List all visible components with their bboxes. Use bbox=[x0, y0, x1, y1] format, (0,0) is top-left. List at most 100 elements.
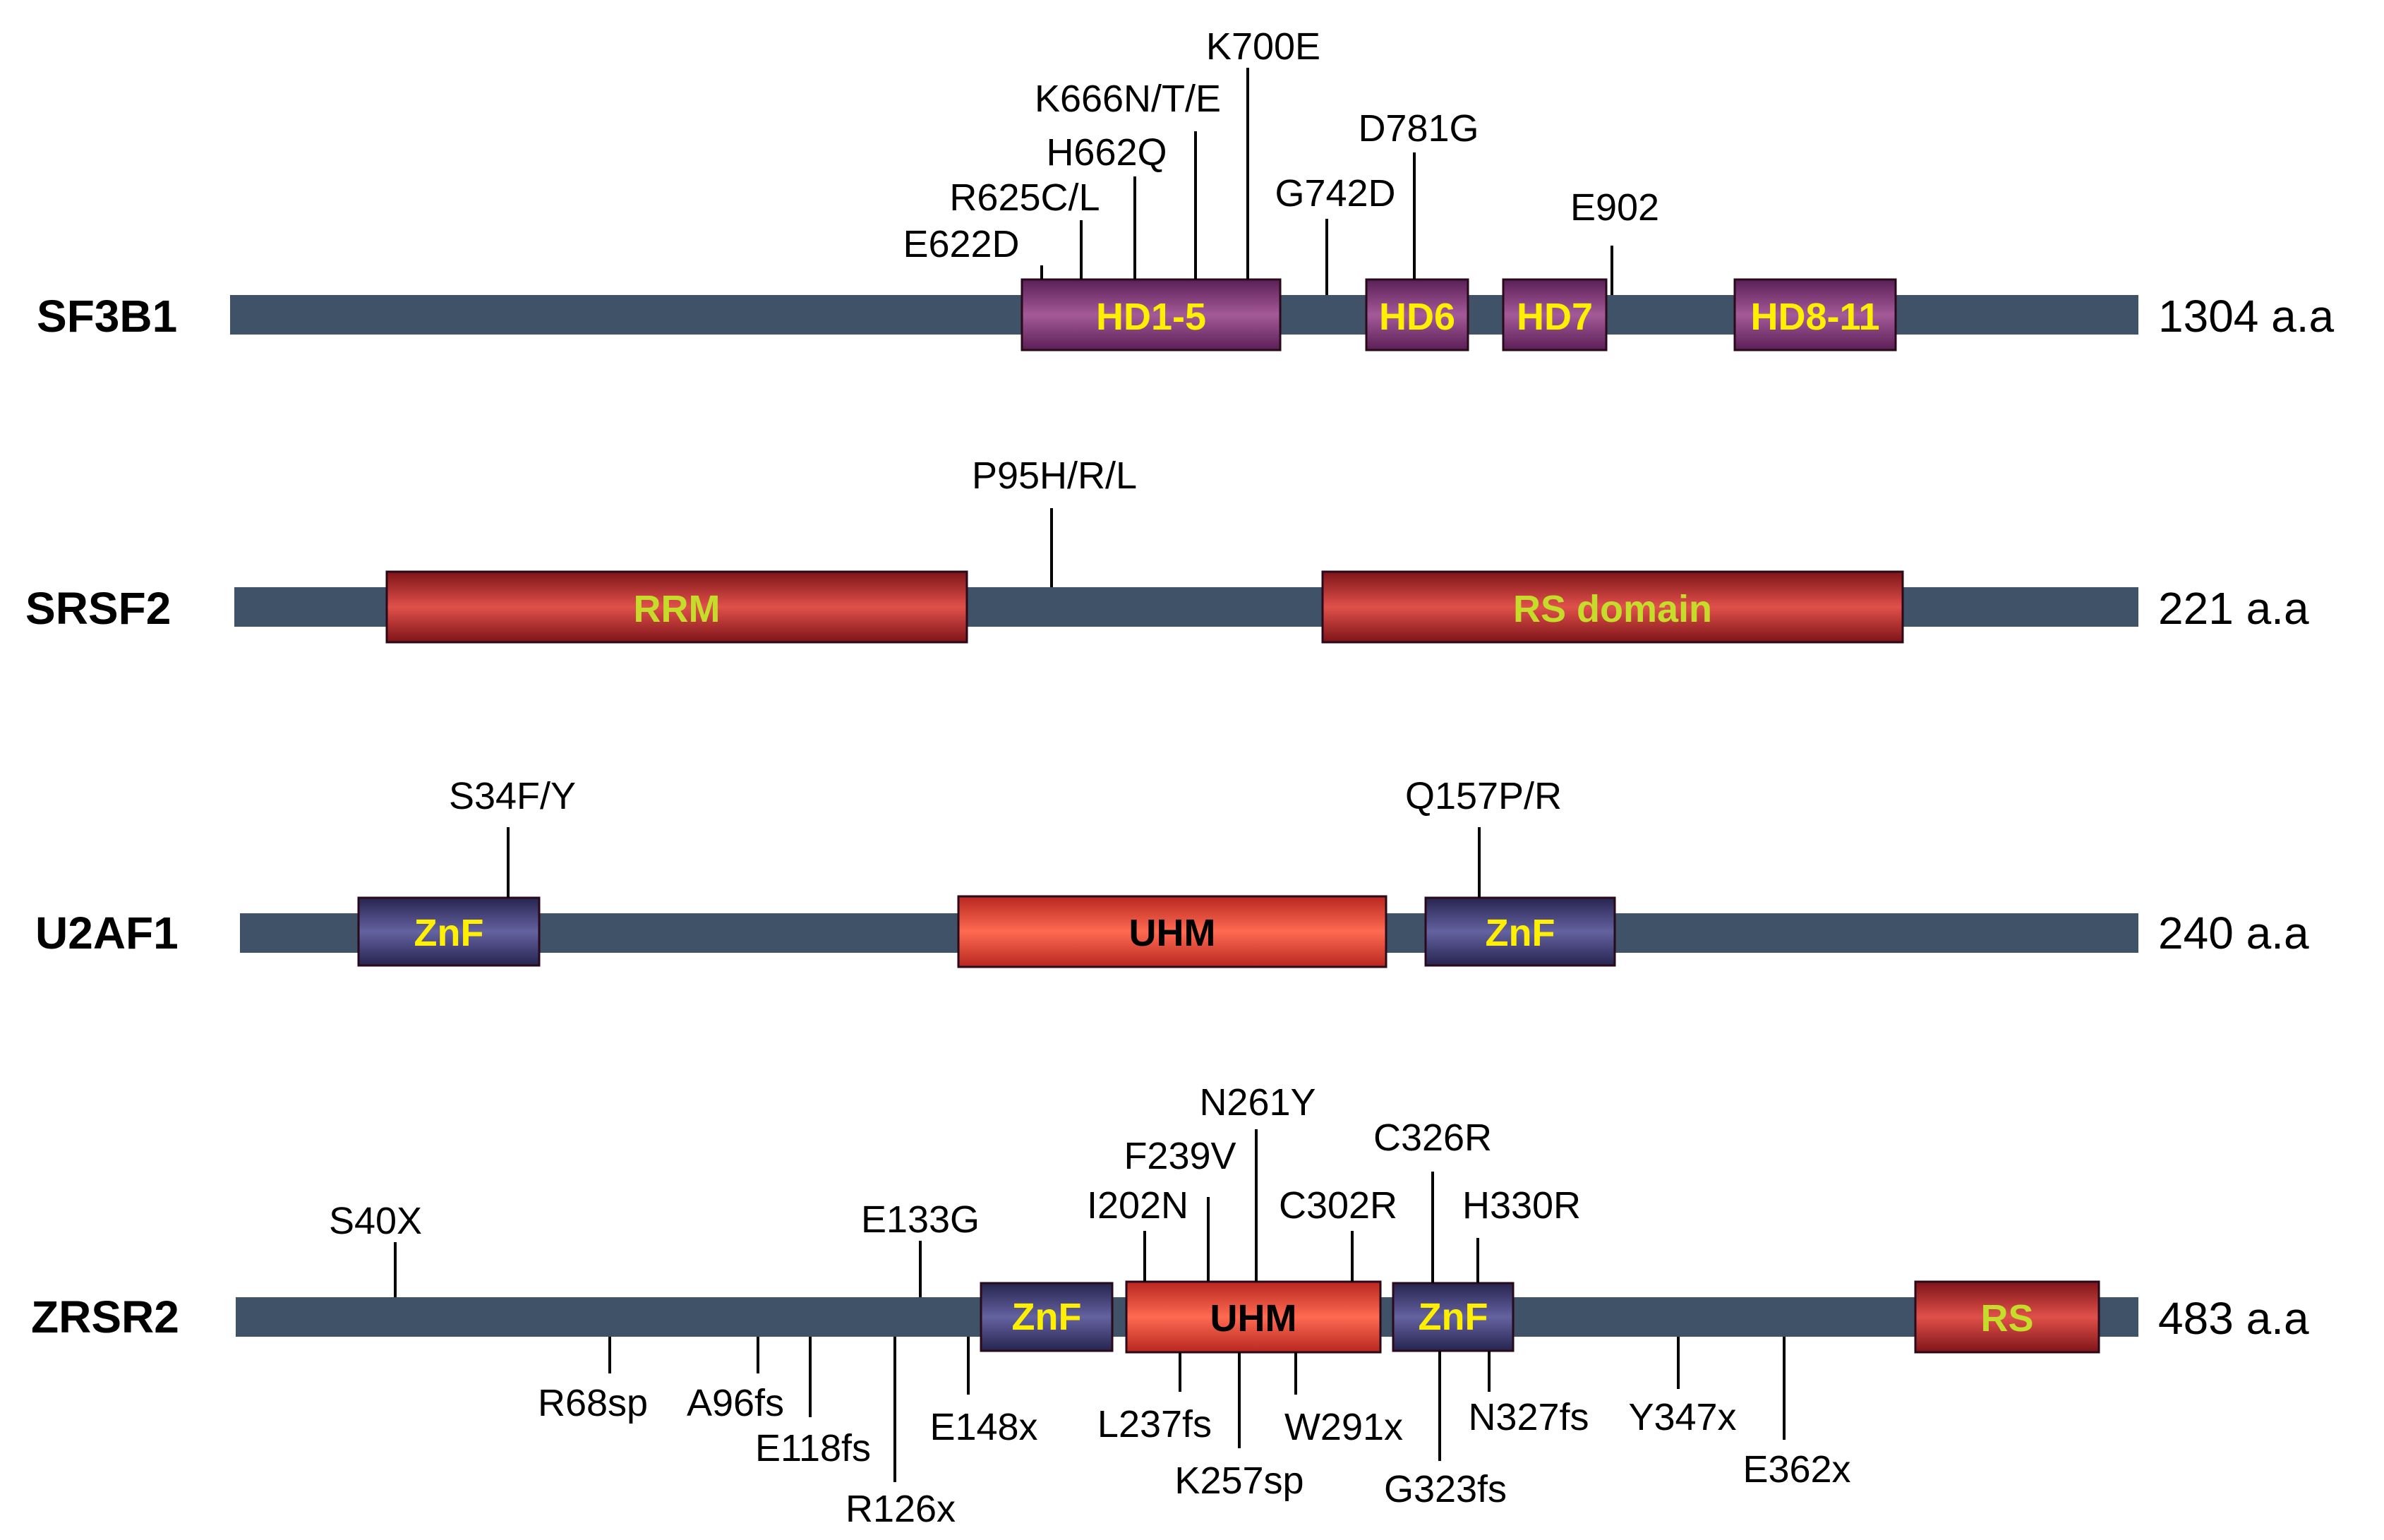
domain-znf-1: ZnF bbox=[357, 896, 541, 967]
domain-uhm: UHM bbox=[957, 895, 1387, 968]
mutation-label: R126x bbox=[845, 1488, 956, 1530]
mutation-marker: I202N bbox=[1087, 1184, 1188, 1282]
protein-length: 1304 a.a bbox=[2158, 291, 2335, 342]
mutation-label: L237fs bbox=[1097, 1403, 1212, 1445]
mutation-marker: W291x bbox=[1284, 1352, 1403, 1448]
domain-label: UHM bbox=[1210, 1297, 1297, 1340]
mutation-label: W291x bbox=[1284, 1406, 1403, 1448]
gene-name: SF3B1 bbox=[37, 291, 177, 342]
domain-hd6: HD6 bbox=[1365, 278, 1469, 351]
domain-uhm: UHM bbox=[1125, 1280, 1382, 1354]
mutation-marker: D781G bbox=[1358, 107, 1479, 279]
domain-label: RS domain bbox=[1513, 588, 1712, 630]
mutation-marker: R126x bbox=[845, 1337, 956, 1530]
gene-track-sf3b1: SF3B1 HD1-5 HD6 HD7 HD8-11 E622D R625C/L bbox=[37, 25, 2335, 351]
domain-label: HD1-5 bbox=[1096, 296, 1206, 338]
mutation-label: N327fs bbox=[1468, 1396, 1589, 1438]
domain-hd7: HD7 bbox=[1502, 278, 1608, 351]
mutation-label: E133G bbox=[861, 1198, 980, 1241]
mutation-marker: Y347x bbox=[1628, 1337, 1737, 1438]
mutation-label: C326R bbox=[1373, 1117, 1492, 1159]
mutation-marker: G742D bbox=[1275, 172, 1396, 295]
mutation-marker: N261Y bbox=[1199, 1081, 1316, 1282]
mutation-label: K700E bbox=[1206, 25, 1320, 68]
domain-rs: RS bbox=[1914, 1280, 2100, 1354]
mutation-marker: K666N/T/E bbox=[1035, 78, 1221, 279]
mutation-label: H662Q bbox=[1046, 131, 1167, 174]
mutation-marker: P95H/R/L bbox=[972, 455, 1137, 587]
gene-name: U2AF1 bbox=[35, 908, 179, 958]
mutation-label: I202N bbox=[1087, 1184, 1188, 1227]
mutation-label: E148x bbox=[929, 1406, 1037, 1448]
mutation-label: Q157P/R bbox=[1405, 775, 1562, 817]
mutation-marker: Q157P/R bbox=[1405, 775, 1562, 898]
gene-track-srsf2: SRSF2 RRM RS domain P95H/R/L 221 a.a bbox=[25, 455, 2309, 644]
mutation-marker: R68sp bbox=[538, 1337, 648, 1424]
mutation-marker: G323fs bbox=[1384, 1351, 1507, 1510]
mutation-label: R625C/L bbox=[949, 176, 1100, 219]
domain-hd8-11: HD8-11 bbox=[1733, 278, 1897, 351]
gene-name: ZRSR2 bbox=[31, 1292, 179, 1342]
mutation-label: G323fs bbox=[1384, 1468, 1507, 1510]
mutation-marker: C326R bbox=[1373, 1117, 1492, 1283]
mutation-label: E902 bbox=[1570, 186, 1659, 229]
mutation-label: C302R bbox=[1279, 1184, 1397, 1227]
mutation-label: S40X bbox=[329, 1200, 422, 1242]
gene-track-u2af1: U2AF1 ZnF UHM ZnF S34F/Y Q157P/R 240 a.a bbox=[35, 775, 2309, 968]
mutation-label: Y347x bbox=[1628, 1396, 1736, 1438]
mutation-marker: E362x bbox=[1742, 1337, 1851, 1491]
domain-label: HD6 bbox=[1379, 296, 1455, 338]
domain-rrm: RRM bbox=[385, 570, 968, 644]
mutation-marker: L237fs bbox=[1097, 1352, 1212, 1445]
domain-znf-2: ZnF bbox=[1392, 1282, 1515, 1352]
domain-label: RRM bbox=[634, 588, 721, 630]
domain-hd1-5: HD1-5 bbox=[1021, 278, 1282, 351]
mutation-label: A96fs bbox=[687, 1382, 784, 1424]
mutation-marker: E902 bbox=[1570, 186, 1659, 295]
domain-label: UHM bbox=[1129, 912, 1216, 954]
mutation-label: E622D bbox=[903, 223, 1019, 265]
mutation-marker: S34F/Y bbox=[449, 775, 576, 898]
mutation-label: S34F/Y bbox=[449, 775, 576, 817]
domain-label: ZnF bbox=[1012, 1296, 1082, 1338]
mutation-label: G742D bbox=[1275, 172, 1395, 215]
mutation-label: R68sp bbox=[538, 1382, 648, 1424]
mutation-marker: S40X bbox=[329, 1200, 422, 1297]
mutation-marker: N327fs bbox=[1468, 1351, 1589, 1438]
mutation-marker: K700E bbox=[1206, 25, 1320, 279]
mutation-label: H330R bbox=[1462, 1184, 1581, 1227]
mutation-label: D781G bbox=[1358, 107, 1479, 150]
domain-znf-1: ZnF bbox=[980, 1282, 1114, 1352]
mutation-label: F239V bbox=[1124, 1135, 1236, 1177]
mutation-marker: H662Q bbox=[1046, 131, 1167, 279]
mutation-label: N261Y bbox=[1199, 1081, 1316, 1124]
domain-rs: RS domain bbox=[1321, 570, 1904, 644]
gene-track-zrsr2: ZRSR2 ZnF UHM ZnF RS S40X E133G bbox=[31, 1081, 2309, 1530]
domain-label: ZnF bbox=[1486, 912, 1555, 954]
mutation-marker: E148x bbox=[929, 1337, 1038, 1448]
mutation-marker: C302R bbox=[1279, 1184, 1397, 1282]
protein-length: 221 a.a bbox=[2158, 583, 2309, 634]
domain-znf-2: ZnF bbox=[1424, 896, 1616, 967]
mutation-marker: H330R bbox=[1462, 1184, 1581, 1283]
mutation-marker: R625C/L bbox=[949, 176, 1100, 279]
mutation-marker: E622D bbox=[903, 223, 1043, 279]
protein-length: 240 a.a bbox=[2158, 908, 2309, 958]
domain-label: RS bbox=[1980, 1297, 2033, 1340]
mutation-label: K257sp bbox=[1174, 1460, 1304, 1502]
mutation-marker: K257sp bbox=[1174, 1352, 1304, 1502]
mutation-label: E362x bbox=[1742, 1448, 1850, 1491]
domain-label: ZnF bbox=[1419, 1296, 1488, 1338]
mutation-label: P95H/R/L bbox=[972, 455, 1137, 497]
mutation-marker: A96fs bbox=[687, 1337, 784, 1424]
mutation-marker: E118fs bbox=[755, 1337, 871, 1469]
mutation-label: K666N/T/E bbox=[1035, 78, 1221, 120]
domain-label: HD7 bbox=[1517, 296, 1593, 338]
domain-label: HD8-11 bbox=[1750, 296, 1879, 338]
mutation-label: E118fs bbox=[755, 1427, 871, 1469]
domain-label: ZnF bbox=[414, 912, 484, 954]
mutation-marker: E133G bbox=[861, 1198, 980, 1297]
gene-name: SRSF2 bbox=[25, 583, 171, 634]
mutation-marker: F239V bbox=[1124, 1135, 1236, 1282]
